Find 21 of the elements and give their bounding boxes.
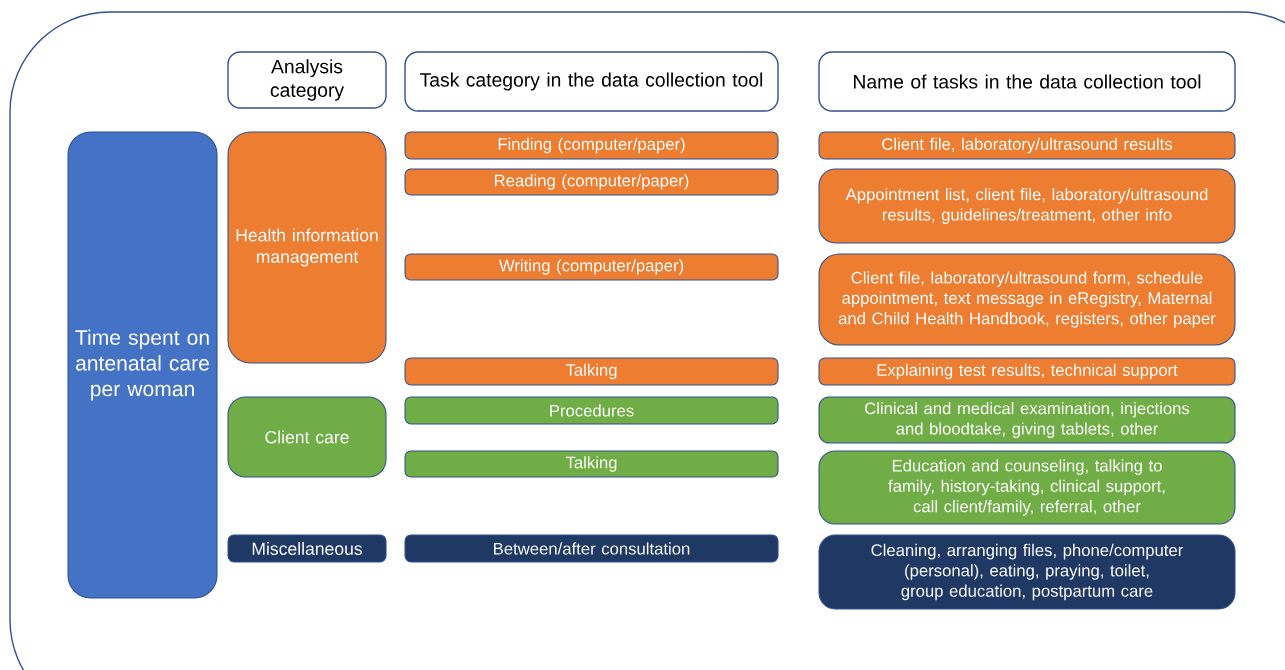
task-box: Procedures (404, 396, 779, 425)
header-box: Name of tasks in the data collection tool (818, 51, 1236, 112)
category-box: Time spent on antenatal care per woman (67, 131, 218, 599)
task-box: Reading (computer/paper) (404, 168, 779, 196)
task-box: Education and counseling, talking to family, history-taking, clinical support, call client/family, referral, other (818, 450, 1236, 525)
category-box: Miscellaneous (227, 534, 387, 563)
task-box: Finding (computer/paper) (404, 131, 779, 160)
header-box: Task category in the data collection tool (404, 51, 779, 112)
task-box: Client file, laboratory/ultrasound form, schedule appointment, text message in eRegistry, Maternal and Child Health Handbook, registers, other paper (818, 253, 1236, 346)
task-box: Clinical and medical examination, injections and bloodtake, giving tablets, other (818, 396, 1236, 444)
category-box: Health information management (227, 131, 387, 364)
task-box: Client file, laboratory/ultrasound results (818, 131, 1236, 160)
category-box: Client care (227, 396, 387, 478)
task-box: Explaining test results, technical support (818, 357, 1236, 386)
header-box: Analysis category (227, 51, 387, 109)
task-box: Between/after consultation (404, 534, 779, 563)
task-box: Appointment list, client file, laboratory/ultrasound results, guidelines/treatment, other info (818, 168, 1236, 244)
task-box: Writing (computer/paper) (404, 253, 779, 281)
task-box: Cleaning, arranging files, phone/computer (personal), eating, praying, toilet, group education, postpartum care (818, 534, 1236, 610)
task-box: Talking (404, 357, 779, 386)
task-box: Talking (404, 450, 779, 478)
